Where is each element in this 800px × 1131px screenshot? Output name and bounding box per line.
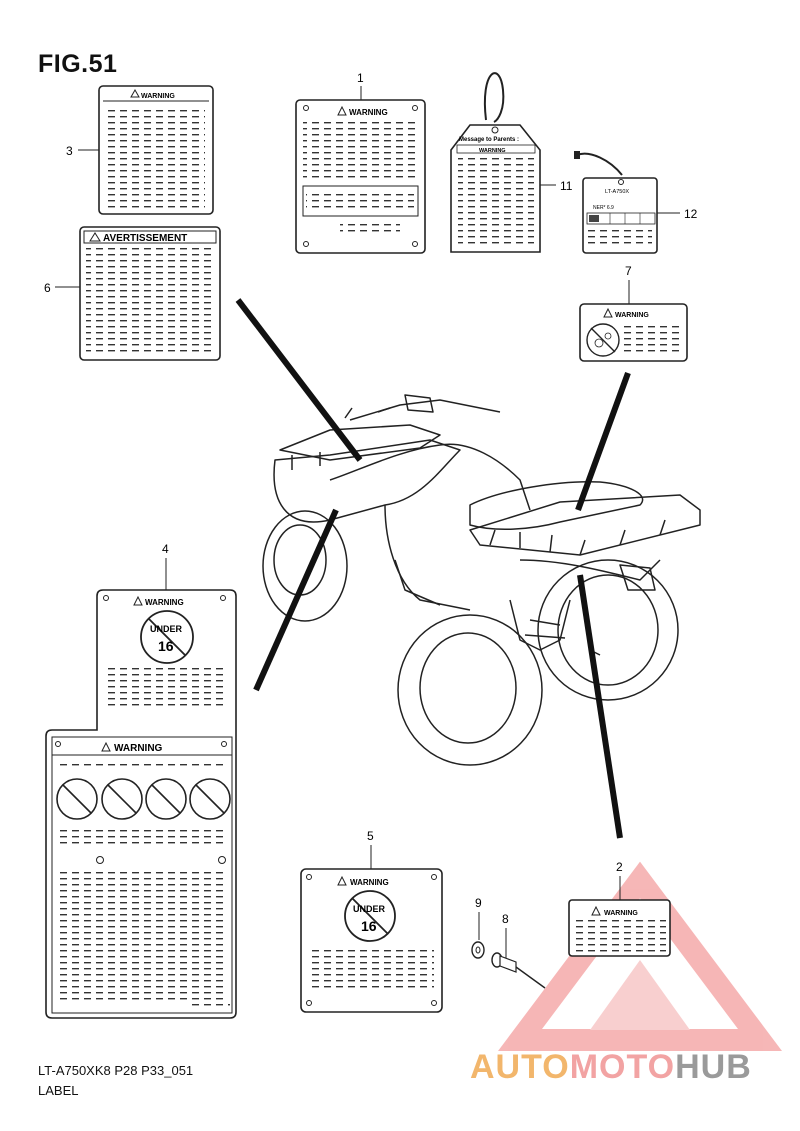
callout-1-number: 1: [357, 71, 364, 85]
label-12-model-text: LT-A750X: [605, 189, 629, 195]
callout-5: 5: [367, 829, 374, 869]
callout-1: 1: [357, 71, 364, 100]
callout-9: 9: [475, 896, 482, 940]
callout-11: 11: [540, 179, 573, 193]
watermark-part-hub: HUB: [675, 1048, 752, 1086]
callout-4: 4: [162, 542, 169, 590]
watermark-part-moto: MOTO: [569, 1048, 676, 1086]
label-1: WARNING: [295, 99, 426, 254]
label-6: AVERTISSEMENT: [79, 226, 221, 361]
label-4-panel-warning-text: WARNING: [114, 743, 163, 754]
callout-6-number: 6: [44, 281, 51, 295]
label-5-warning-text: WARNING: [350, 878, 389, 887]
label-12: LT-A750X NER* 6.9: [574, 151, 658, 254]
atv-illustration: [262, 394, 701, 766]
label-11-warning-text: WARNING: [479, 148, 506, 154]
callout-7-number: 7: [625, 264, 632, 278]
callout-5-number: 5: [367, 829, 374, 843]
label-6-avertissement-text: AVERTISSEMENT: [103, 233, 187, 244]
callout-2: 2: [616, 860, 623, 900]
label-12-tag-line: NER* 6.9: [593, 205, 614, 211]
part-9-washer: [471, 941, 485, 959]
callout-7: 7: [625, 264, 632, 304]
callout-8-number: 8: [502, 912, 509, 926]
label-5-age-text: 16: [361, 918, 377, 934]
label-4-under-text: UNDER: [150, 624, 183, 634]
watermark-text: AUTOMOTOHUB: [470, 1048, 752, 1087]
leader-lines: [235, 298, 631, 839]
footer-code: LT-A750XK8 P28 P33_051: [38, 1063, 194, 1078]
label-3-warning-text: WARNING: [141, 93, 175, 100]
label-2-warning-text: WARNING: [604, 910, 638, 917]
callout-12: 12: [657, 207, 698, 221]
figure-title: FIG.51: [38, 50, 118, 78]
label-11: Message to Parents : WARNING: [450, 72, 541, 253]
label-4-warning-text: WARNING: [145, 598, 184, 607]
label-4-age-text: 16: [158, 638, 174, 654]
label-4: WARNING UNDER 16 WARNING: [45, 589, 237, 1019]
watermark-part-auto: AUTO: [470, 1048, 570, 1086]
label-4-prohibition-icons: [56, 778, 231, 820]
callout-11-number: 11: [560, 179, 573, 193]
callout-6: 6: [44, 281, 80, 295]
callout-9-number: 9: [475, 896, 482, 910]
label-11-message-text: Message to Parents :: [459, 137, 519, 143]
callout-4-number: 4: [162, 542, 169, 556]
label-1-warning-text: WARNING: [349, 108, 388, 117]
callout-8: 8: [502, 912, 509, 958]
callout-12-number: 12: [684, 207, 698, 221]
callout-2-number: 2: [616, 860, 623, 874]
label-3: WARNING: [98, 85, 214, 215]
label-2: WARNING: [568, 899, 671, 957]
callout-3-number: 3: [66, 144, 73, 158]
label-5-under-text: UNDER: [353, 904, 386, 914]
label-5: WARNING UNDER 16: [300, 868, 443, 1013]
label-7-warning-text: WARNING: [615, 312, 649, 319]
callout-3: 3: [66, 144, 99, 158]
label-7: WARNING: [579, 303, 688, 362]
part-8-rivet: [491, 952, 546, 989]
watermark-triangle: [498, 861, 782, 1051]
footer-name: LABEL: [38, 1083, 79, 1098]
